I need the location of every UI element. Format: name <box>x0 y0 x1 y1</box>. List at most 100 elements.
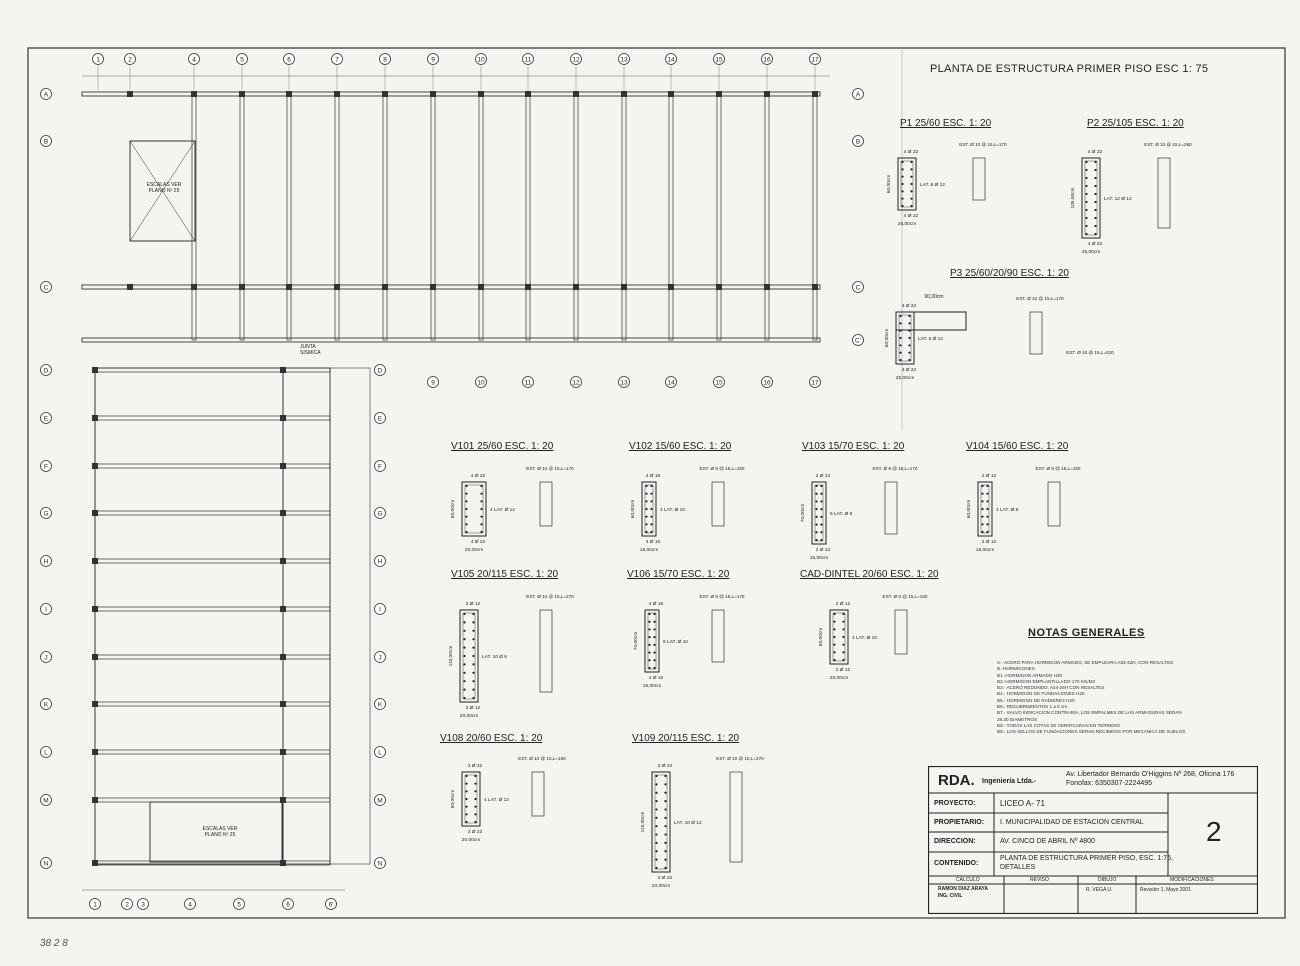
stair-diagonal <box>129 140 196 242</box>
grid-bubble <box>374 555 386 567</box>
grid-bubble-label: 2 <box>125 902 129 909</box>
grid-bubble <box>374 412 386 424</box>
grid-bubble-label: H <box>378 559 383 566</box>
rebar <box>664 833 667 836</box>
rebar <box>1085 176 1088 180</box>
rebar <box>910 160 913 164</box>
column <box>92 749 98 755</box>
content-line-1: PLANTA DE ESTRUCTURA PRIMER PISO, ESC. 1… <box>1000 855 1173 862</box>
grid-bubble-label: 10 <box>477 380 485 387</box>
grid-bubble <box>374 507 386 519</box>
rebar <box>1094 168 1097 172</box>
wing-beam <box>94 654 331 660</box>
rebar-top-label: 4 Ø 22 <box>1088 149 1103 155</box>
rebar <box>653 612 656 616</box>
rebar <box>648 612 651 616</box>
col-dibujo: DIBUJO <box>1098 877 1117 883</box>
rebar <box>653 628 656 631</box>
grid-bubble <box>713 53 725 65</box>
dim-height: 70,00cm <box>800 504 806 522</box>
column <box>92 860 98 866</box>
stirrup <box>654 774 668 870</box>
address-value: AV. CINCO DE ABRIL Nº 4800 <box>1000 838 1095 845</box>
vertical-beam <box>525 93 531 341</box>
section-title: V101 25/60 ESC. 1: 20 <box>451 441 554 452</box>
rebar-top-label: 3 Ø 22 <box>658 763 673 769</box>
rebar <box>1094 192 1097 196</box>
rebar <box>465 797 468 801</box>
rebar <box>1085 168 1088 172</box>
rebar <box>480 484 483 488</box>
grid-bubble <box>40 507 52 519</box>
section-outline <box>829 609 849 665</box>
grid-bubble-label: M <box>43 798 48 805</box>
dibujante-name: R. VEGA U. <box>1086 887 1113 893</box>
rebar <box>901 204 904 208</box>
address-label: DIRECCION: <box>934 838 976 845</box>
rebar <box>463 629 466 632</box>
section-title: V104 15/60 ESC. 1: 20 <box>966 441 1069 452</box>
column <box>764 91 770 97</box>
stirrup-spec: EST. Ø 8 @ 15,L=150 <box>700 466 745 471</box>
dim-width: 15,00cm <box>976 547 994 553</box>
grid-bubble-label: 2 <box>128 57 132 64</box>
rebar <box>910 175 913 178</box>
rebar <box>474 790 477 793</box>
grid-bubble <box>374 698 386 710</box>
grid-bubble-label: I <box>45 607 47 614</box>
rebar <box>655 791 658 794</box>
rebar <box>820 523 823 526</box>
rebar <box>908 322 911 325</box>
grid-bubble-label: 1 <box>96 57 100 64</box>
grid-bubble-label: L <box>44 750 48 757</box>
rebar <box>833 658 836 662</box>
rebar <box>650 507 653 511</box>
column <box>668 91 674 97</box>
rebar <box>465 492 468 495</box>
grid-bubble-label: 15 <box>715 380 723 387</box>
rebar <box>815 523 818 526</box>
rebar <box>820 531 823 534</box>
section-title: V109 20/115 ESC. 1: 20 <box>632 733 740 744</box>
rebar <box>465 523 468 526</box>
rebar <box>899 314 902 318</box>
column <box>716 91 722 97</box>
rebar <box>465 507 468 511</box>
rebar <box>463 696 466 700</box>
rebar <box>815 515 818 518</box>
rebar <box>910 182 913 186</box>
company-suffix: Ingeniería Ltda.- <box>982 778 1037 785</box>
column <box>239 91 245 97</box>
section-outline <box>811 481 827 545</box>
grid-bubble <box>475 376 487 388</box>
vertical-beam <box>239 93 245 341</box>
rebar <box>648 659 651 662</box>
dim-height: 60,00cm <box>884 329 890 347</box>
company-address: Av. Libertador Bernardo O'Higgins Nº 268… <box>1066 771 1235 778</box>
rebar <box>1085 200 1088 204</box>
grid-bubble-label: 6 <box>286 902 290 909</box>
rebar <box>655 866 658 870</box>
column <box>525 91 531 97</box>
column <box>286 284 292 290</box>
stirrup <box>644 484 654 534</box>
rebar-bottom-label: 2 Ø 12 <box>466 705 481 711</box>
grid-bubble <box>665 376 677 388</box>
column <box>430 91 436 97</box>
grid-bubble <box>852 88 864 100</box>
rebar <box>833 628 836 631</box>
grid-bubble-label: 16 <box>763 380 771 387</box>
rebar <box>664 825 667 828</box>
rebar <box>842 651 845 654</box>
note-line: B3.- ACERO REDONDO, A44-28H CON RESALTES <box>997 685 1105 691</box>
project-label: PROYECTO: <box>934 800 976 807</box>
rebar <box>1094 200 1097 204</box>
rebar <box>480 507 483 511</box>
stirrup-schematic <box>711 609 725 663</box>
column <box>716 284 722 290</box>
column <box>92 367 98 373</box>
rebar <box>901 168 904 171</box>
dim-height: 60,00cm <box>450 790 456 808</box>
